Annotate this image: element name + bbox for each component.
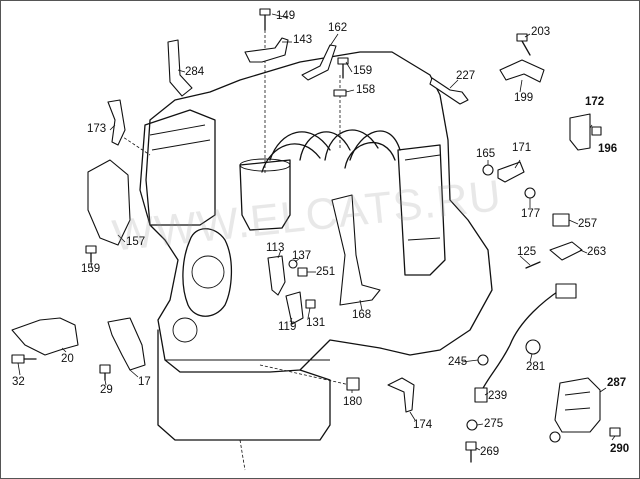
part-275-washer (466, 419, 478, 431)
callout-168: 168 (352, 309, 372, 321)
callout-171: 171 (512, 142, 532, 154)
callout-137: 137 (292, 250, 312, 262)
part-17-bracket (107, 317, 146, 371)
part-29-bolt (99, 364, 111, 381)
part-257-plug (552, 213, 570, 227)
callout-159-left: 159 (81, 263, 101, 275)
part-180-clip (346, 377, 360, 391)
part-174-bracket (387, 377, 415, 413)
callout-149: 149 (276, 10, 296, 22)
callout-174: 174 (413, 419, 433, 431)
part-171-clip (497, 161, 525, 183)
callout-275: 275 (484, 418, 504, 430)
callout-227: 227 (456, 70, 476, 82)
callout-172: 172 (585, 96, 605, 108)
part-172-bracket (569, 113, 591, 151)
callout-251: 263 (587, 246, 607, 258)
part-32-bolt (11, 354, 37, 364)
callout-177: 177 (521, 208, 541, 220)
callout-287: 287 (607, 377, 627, 389)
part-239-sensor-cable (474, 283, 577, 403)
part-290-bolt (549, 427, 621, 443)
callout-113: 113 (266, 242, 285, 254)
part-245-grommet (477, 354, 489, 366)
part-125-bolt (297, 267, 308, 277)
callout-180: 180 (343, 396, 363, 408)
callout-119: 119 (278, 321, 297, 333)
callout-157: 157 (126, 236, 146, 248)
callout-281: 281 (526, 361, 546, 373)
callout-245: 245 (448, 356, 468, 368)
callout-203: 203 (531, 26, 551, 38)
callout-239: 239 (488, 390, 508, 402)
callout-131: 131 (306, 317, 326, 329)
callout-165: 165 (476, 148, 496, 160)
callout-17: 17 (138, 376, 151, 388)
part-131-bolt (305, 299, 316, 309)
callout-196: 173 (87, 123, 107, 135)
part-227-sensor (429, 77, 469, 105)
part-159-bolt-top (337, 57, 349, 79)
callout-269: 269 (480, 446, 500, 458)
part-162-bracket (301, 44, 337, 81)
part-157-bracket (87, 159, 131, 246)
part-143-bracket (244, 37, 289, 63)
part-269-bolt (465, 441, 477, 463)
part-284-bracket (167, 39, 193, 97)
callout-162: 162 (328, 22, 348, 34)
part-177-bolt (524, 187, 536, 199)
callout-32: 32 (12, 376, 25, 388)
part-196-bracket (107, 99, 126, 146)
callout-29: 29 (100, 384, 113, 396)
part-173-bolt (591, 126, 602, 136)
callout-159-top: 159 (353, 65, 373, 77)
engine-block (119, 30, 493, 471)
part-168-bracket (331, 194, 381, 306)
callout-199: 199 (514, 92, 534, 104)
part-119-bracket (285, 291, 304, 325)
part-203-bolt (516, 33, 531, 56)
callout-290: 290 (610, 443, 630, 455)
callout-143: 143 (293, 34, 313, 46)
part-287-module (554, 377, 601, 433)
part-281-sensor (525, 339, 541, 355)
callout-158: 158 (356, 84, 376, 96)
part-113-bracket (267, 255, 286, 296)
callout-125: 251 (316, 266, 336, 278)
part-159-bolt-left (85, 245, 97, 263)
part-199-clamp (499, 59, 545, 83)
part-263-pin (525, 261, 541, 269)
callout-284: 284 (185, 66, 205, 78)
part-251-connector (549, 241, 583, 261)
callout-257: 257 (578, 218, 598, 230)
callout-263: 125 (517, 246, 537, 258)
part-20-mount (11, 317, 79, 356)
leader-lines (17, 13, 616, 451)
callout-173: 196 (598, 143, 618, 155)
part-149-bolt (259, 8, 271, 31)
part-158-clip (333, 89, 347, 97)
callout-20: 20 (61, 353, 74, 365)
